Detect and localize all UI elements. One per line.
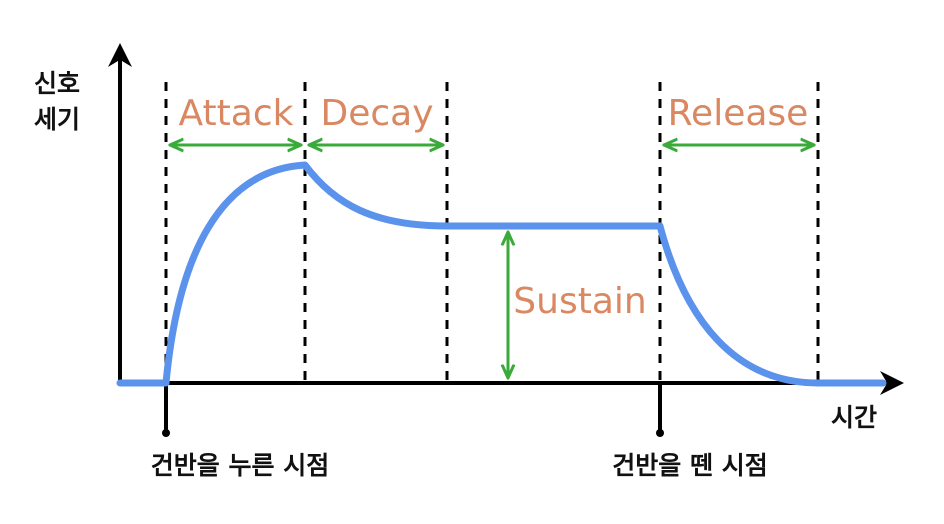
key-release-label: 건반을 뗀 시점 — [612, 451, 767, 480]
attack-label: Attack — [179, 93, 294, 134]
phase-arrows — [170, 145, 814, 378]
key-press-label: 건반을 누른 시점 — [151, 451, 329, 480]
y-axis-label-line1: 신호 — [34, 69, 80, 98]
decay-label: Decay — [320, 93, 433, 134]
sustain-label: Sustain — [513, 281, 646, 322]
tick-key-release-dot — [656, 429, 664, 437]
envelope-curve — [116, 161, 887, 387]
release-label: Release — [668, 93, 809, 134]
tick-key-press-dot — [162, 429, 170, 437]
event-ticks — [164, 383, 662, 430]
y-axis-label-line2: 세기 — [34, 105, 80, 134]
x-axis-label: 시간 — [831, 403, 877, 432]
